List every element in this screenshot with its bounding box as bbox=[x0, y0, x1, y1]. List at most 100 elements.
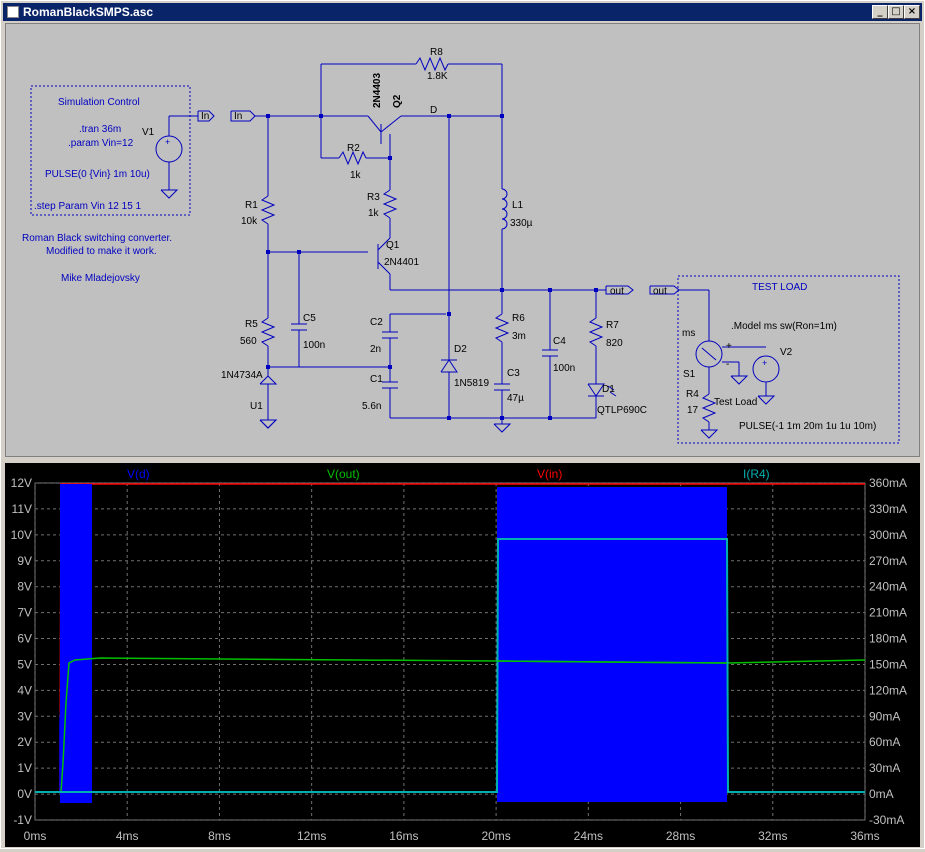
y-axis-left-tick: 9V bbox=[17, 554, 32, 568]
x-axis-tick: 36ms bbox=[850, 829, 879, 843]
r2-value[interactable]: 1k bbox=[350, 170, 362, 181]
y-axis-left-tick: 5V bbox=[17, 657, 32, 671]
y-axis-left-tick: 7V bbox=[17, 606, 32, 620]
y-axis-left-tick: 0V bbox=[17, 787, 32, 801]
x-axis-tick: 20ms bbox=[481, 829, 510, 843]
tran-directive[interactable]: .tran 36m bbox=[79, 124, 121, 135]
note-line1: Roman Black switching converter. bbox=[22, 233, 172, 244]
test-load-title: TEST LOAD bbox=[752, 282, 807, 293]
note-author: Mike Mladejovsky bbox=[61, 273, 140, 284]
r8-value[interactable]: 1.8K bbox=[427, 71, 448, 82]
y-axis-right-tick: 360mA bbox=[869, 476, 907, 490]
schematic-pane[interactable]: Simulation Control .tran 36m .param Vin=… bbox=[5, 23, 920, 457]
y-axis-right-tick: 330mA bbox=[869, 502, 907, 516]
d2-model[interactable]: 1N5819 bbox=[454, 378, 489, 389]
q2-name[interactable]: Q2 bbox=[392, 94, 403, 108]
trace-label-vin[interactable]: V(in) bbox=[537, 467, 562, 481]
c3-name[interactable]: C3 bbox=[507, 368, 520, 379]
trace-label-ir4[interactable]: I(R4) bbox=[743, 467, 770, 481]
x-axis-tick: 4ms bbox=[116, 829, 139, 843]
title-bar[interactable]: RomanBlackSMPS.asc _ □ × bbox=[3, 3, 922, 21]
trace-label-vout[interactable]: V(out) bbox=[327, 467, 360, 481]
schematic-icon bbox=[7, 6, 19, 18]
param-directive[interactable]: .param Vin=12 bbox=[68, 138, 134, 149]
svg-text:+: + bbox=[762, 358, 767, 368]
switch-model-directive[interactable]: .Model ms sw(Ron=1m) bbox=[731, 321, 837, 332]
c4-name[interactable]: C4 bbox=[553, 336, 566, 347]
r3-value[interactable]: 1k bbox=[368, 208, 380, 219]
sim-control-title: Simulation Control bbox=[58, 97, 140, 108]
svg-text:+: + bbox=[165, 137, 170, 147]
r7-name[interactable]: R7 bbox=[606, 320, 619, 331]
l1-value[interactable]: 330µ bbox=[510, 218, 533, 229]
c5-value[interactable]: 100n bbox=[303, 340, 325, 351]
c5-name[interactable]: C5 bbox=[303, 313, 316, 324]
d2-name[interactable]: D2 bbox=[454, 344, 467, 355]
in-flag-2[interactable]: In bbox=[234, 111, 242, 122]
r1-name[interactable]: R1 bbox=[245, 200, 258, 211]
y-axis-left-tick: 11V bbox=[12, 502, 32, 516]
r4-value[interactable]: 17 bbox=[687, 405, 699, 416]
out-flag-1[interactable]: out bbox=[610, 286, 624, 297]
y-axis-left-tick: 2V bbox=[17, 735, 32, 749]
y-axis-right-tick: 270mA bbox=[869, 554, 907, 568]
s1-name[interactable]: S1 bbox=[683, 369, 696, 380]
x-axis-tick: 28ms bbox=[666, 829, 695, 843]
in-flag-1[interactable]: In bbox=[201, 111, 209, 122]
maximize-button[interactable]: □ bbox=[888, 5, 904, 19]
step-directive[interactable]: .step Param Vin 12 15 1 bbox=[34, 201, 142, 212]
switch-model-name[interactable]: ms bbox=[682, 328, 695, 339]
x-axis-tick: 0ms bbox=[24, 829, 47, 843]
r7-value[interactable]: 820 bbox=[606, 338, 623, 349]
r2-name[interactable]: R2 bbox=[347, 143, 360, 154]
c1-value[interactable]: 5.6n bbox=[362, 401, 381, 412]
net-d: D bbox=[430, 105, 437, 116]
x-axis-tick: 32ms bbox=[758, 829, 787, 843]
y-axis-right-tick: -30mA bbox=[869, 813, 904, 827]
d1-name[interactable]: D1 bbox=[602, 384, 615, 395]
v2-name[interactable]: V2 bbox=[780, 347, 793, 358]
trace-vout bbox=[35, 657, 866, 793]
q1-model[interactable]: 2N4401 bbox=[384, 257, 419, 268]
y-axis-right-tick: 150mA bbox=[869, 657, 907, 671]
r6-value[interactable]: 3m bbox=[512, 331, 526, 342]
x-axis-tick: 8ms bbox=[208, 829, 231, 843]
v2-pulse[interactable]: PULSE(-1 1m 20m 1u 1u 10m) bbox=[739, 421, 876, 432]
y-axis-right-tick: 120mA bbox=[869, 683, 907, 697]
q1-name[interactable]: Q1 bbox=[386, 240, 400, 251]
v1-pulse[interactable]: PULSE(0 {Vin} 1m 10u) bbox=[45, 169, 150, 180]
y-axis-left-tick: 6V bbox=[17, 632, 32, 646]
out-flag-2[interactable]: out bbox=[653, 286, 667, 297]
r5-value[interactable]: 560 bbox=[240, 336, 257, 347]
note-line2: Modified to make it work. bbox=[46, 246, 157, 257]
r4-name[interactable]: R4 bbox=[686, 389, 699, 400]
c2-value[interactable]: 2n bbox=[370, 344, 381, 355]
v1-label[interactable]: V1 bbox=[142, 127, 155, 138]
c3-value[interactable]: 47µ bbox=[507, 393, 524, 404]
c4-value[interactable]: 100n bbox=[553, 363, 575, 374]
l1-name[interactable]: L1 bbox=[512, 200, 524, 211]
r3-name[interactable]: R3 bbox=[367, 192, 380, 203]
minimize-button[interactable]: _ bbox=[872, 5, 888, 19]
y-axis-right-tick: 0mA bbox=[869, 787, 894, 801]
v2-minus: - bbox=[726, 359, 729, 370]
r5-name[interactable]: R5 bbox=[245, 319, 258, 330]
r6-name[interactable]: R6 bbox=[512, 313, 525, 324]
y-axis-right-tick: 300mA bbox=[869, 528, 907, 542]
d1-model[interactable]: QTLP690C bbox=[597, 405, 647, 416]
close-button[interactable]: × bbox=[904, 5, 920, 19]
y-axis-right-tick: 210mA bbox=[869, 606, 907, 620]
trace-label-vd[interactable]: V(d) bbox=[127, 467, 150, 481]
y-axis-right-tick: 60mA bbox=[869, 735, 900, 749]
c2-name[interactable]: C2 bbox=[370, 317, 383, 328]
r8-name[interactable]: R8 bbox=[430, 47, 443, 58]
r1-value[interactable]: 10k bbox=[241, 216, 258, 227]
y-axis-left-tick: 10V bbox=[11, 528, 32, 542]
c1-name[interactable]: C1 bbox=[370, 374, 383, 385]
q2-model[interactable]: 2N4403 bbox=[372, 73, 383, 108]
y-axis-left-tick: 8V bbox=[17, 580, 32, 594]
u1-model[interactable]: 1N4734A bbox=[221, 370, 263, 381]
u1-name[interactable]: U1 bbox=[250, 401, 263, 412]
